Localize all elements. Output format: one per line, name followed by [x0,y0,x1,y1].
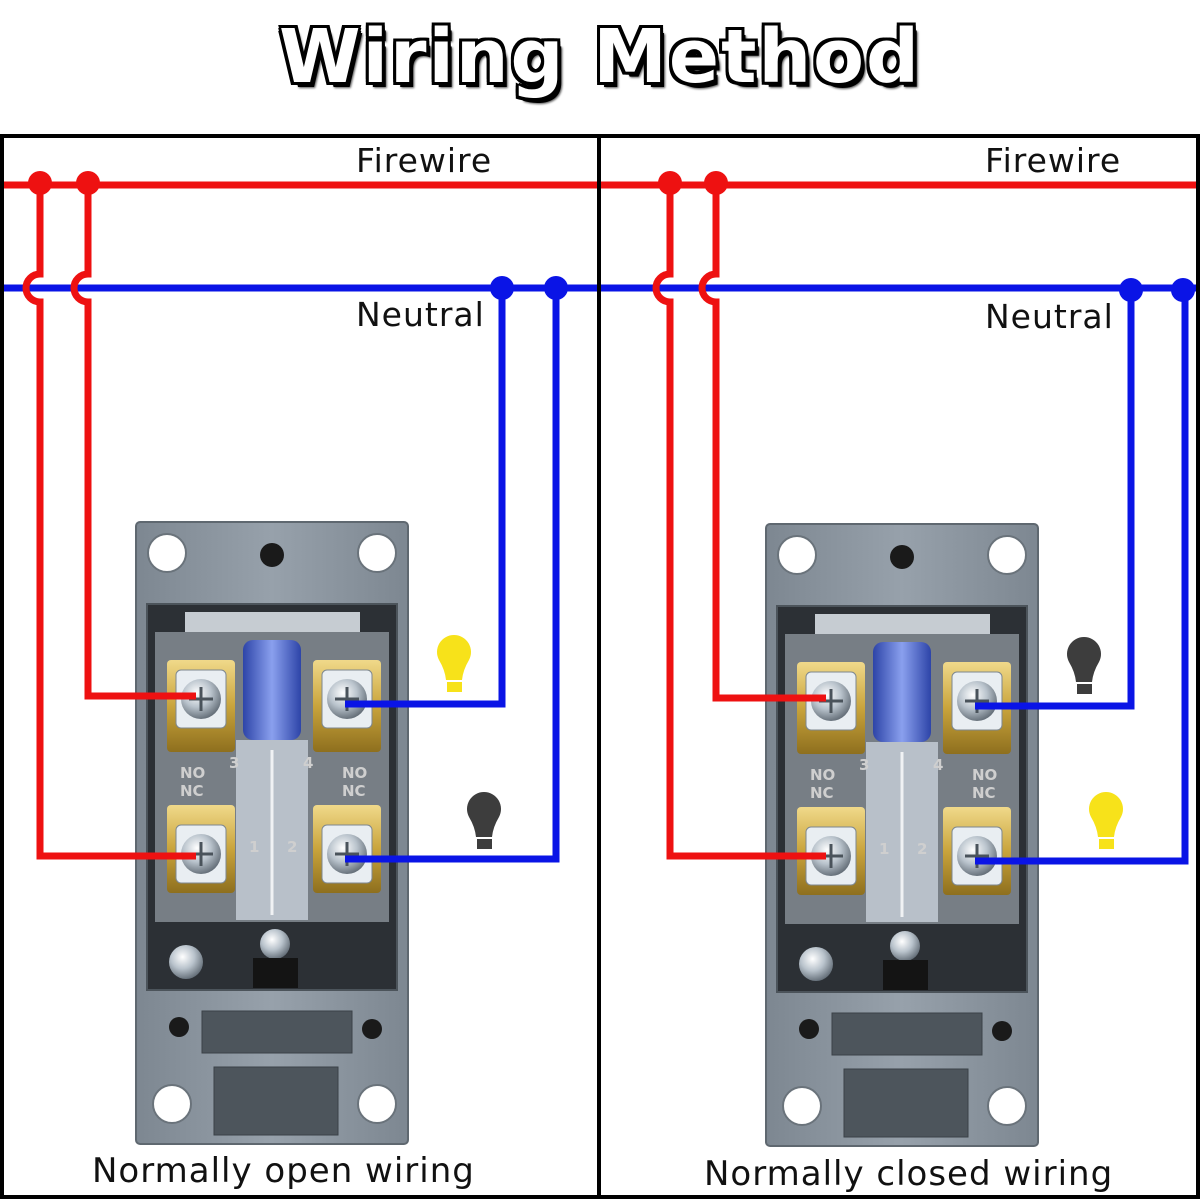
terminal-mark: 3 [229,754,239,772]
terminal-mark: NC [972,784,996,802]
caption-normally-open: Normally open wiring [92,1151,475,1191]
terminal-mark: 4 [303,754,313,772]
neutral-to-lower-lamp [345,288,560,863]
neutral-label: Neutral [356,295,485,334]
firewire-to-lower-terminal [652,185,826,860]
terminal-mark: NC [342,782,366,800]
neutral-to-lower-lamp [975,288,1189,865]
mounting-hole [357,533,397,573]
terminal-mark: 4 [933,756,943,774]
junction-dot [704,171,728,195]
plunger [873,642,931,742]
terminal-mark: NO [972,766,997,784]
plunger [243,640,301,740]
junction-dot [28,171,52,195]
junction-dot [1119,278,1143,302]
mounting-hole [777,535,817,575]
ground-screw [799,947,833,981]
ground-screw [260,929,290,959]
mounting-hole [782,1086,822,1126]
terminal-mark: 2 [287,838,297,856]
terminal-mark: 1 [879,840,889,858]
terminal-mark: NC [180,782,204,800]
firewire-label: Firewire [356,141,492,180]
panel-normally-closed: NO NC NO NC 1 2 3 4 [601,141,1196,1194]
screw-hole [260,543,284,567]
caption-normally-closed: Normally closed wiring [704,1154,1113,1194]
terminal-mark: NO [810,766,835,784]
neutral-to-upper-lamp [345,288,506,708]
firewire-to-lower-terminal [22,185,196,860]
firewire-to-upper-terminal [70,185,196,700]
junction-dot [544,276,568,300]
mounting-hole [147,533,187,573]
lamp-lower-off [467,792,502,849]
lamp-upper-off [1067,636,1101,694]
panel-normally-open: NO NC NO NC 1 2 3 4 [4,141,597,1191]
ground-screw [890,931,920,961]
mounting-hole [987,1086,1027,1126]
ground-screw [169,945,203,979]
terminal-mark: NC [810,784,834,802]
firewire-label: Firewire [985,141,1121,180]
terminal-mark: NO [342,764,367,782]
lamp-lower-on [1089,792,1123,849]
lamp-upper-on [437,635,472,692]
junction-dot [76,171,100,195]
terminal-mark: 3 [859,756,869,774]
limit-switch: NO NC NO NC 1 2 3 4 [135,521,409,1145]
mounting-hole [152,1084,192,1124]
limit-switch: NO NC NO NC 1 2 3 4 [765,523,1039,1147]
neutral-to-upper-lamp [975,288,1135,710]
mounting-hole [357,1084,397,1124]
junction-dot [658,171,682,195]
screw-hole [890,545,914,569]
diagram-title: Wiring Method [279,14,921,100]
junction-dot [1171,278,1195,302]
mounting-hole [987,535,1027,575]
neutral-label: Neutral [985,297,1114,336]
terminal-mark: 1 [249,838,259,856]
terminal-mark: NO [180,764,205,782]
terminal-mark: 2 [917,840,927,858]
junction-dot [490,276,514,300]
firewire-to-upper-terminal [698,185,826,702]
